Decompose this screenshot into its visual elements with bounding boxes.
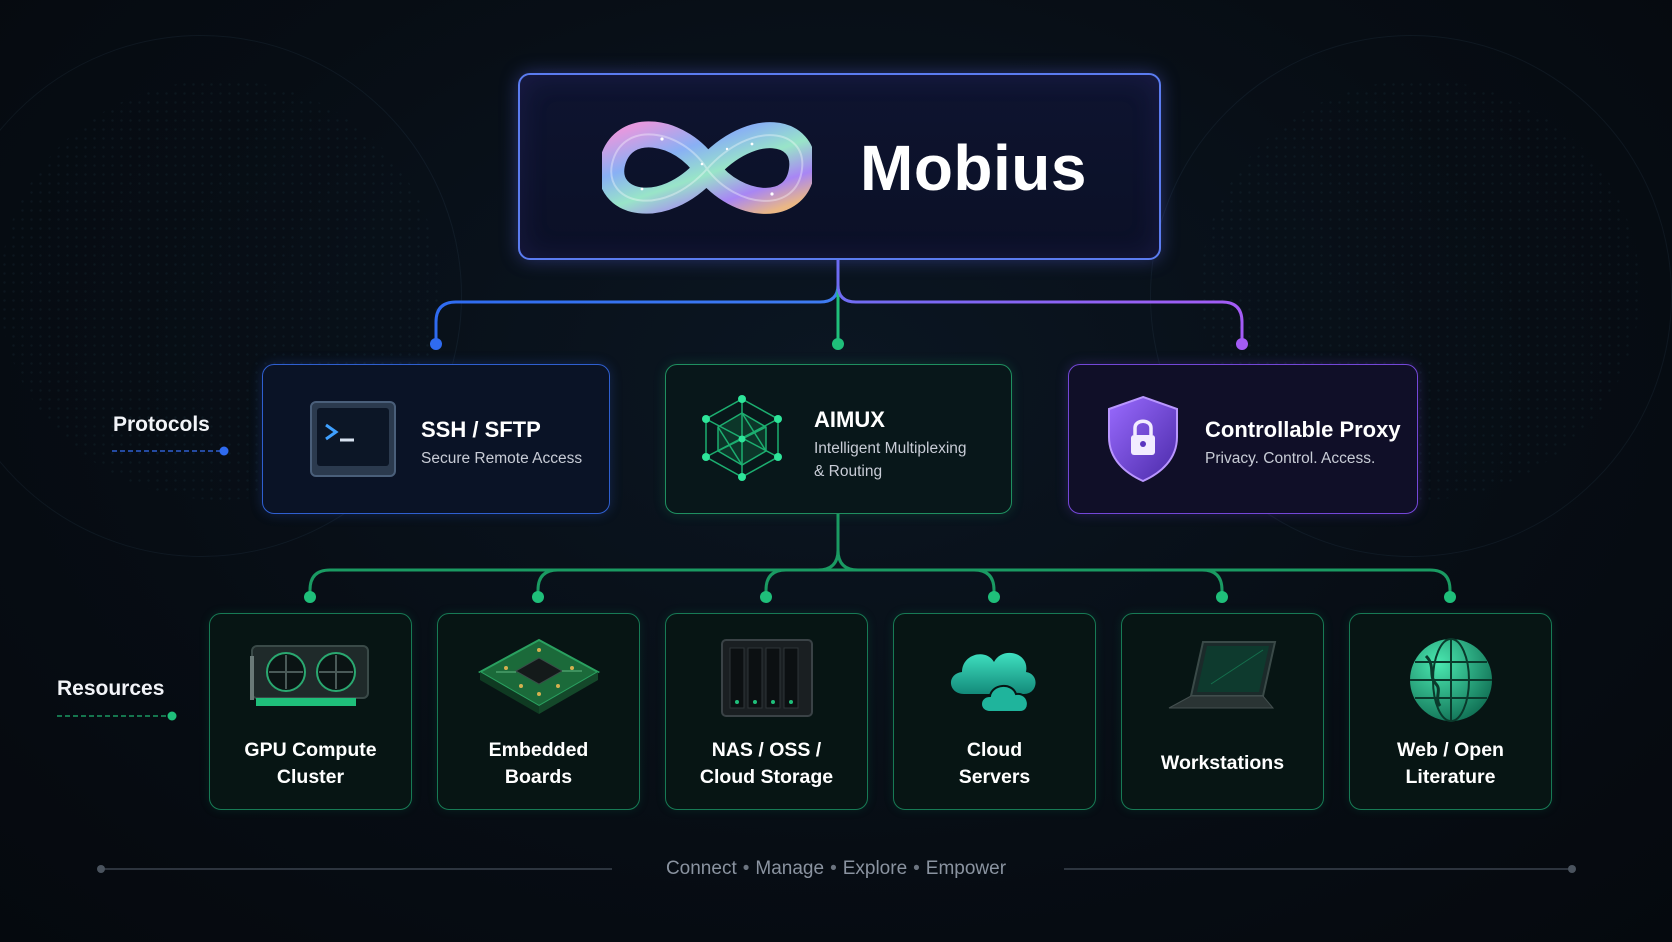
terminal-icon <box>310 401 396 477</box>
tagline-separator: • <box>830 858 837 879</box>
cloud-icon <box>950 652 1036 713</box>
resource-card-cloud[interactable]: Cloud Servers <box>893 613 1096 810</box>
resources-section-label: Resources <box>57 677 165 700</box>
laptop-icon <box>1168 641 1276 709</box>
protocols-underline-dot <box>219 446 229 456</box>
embedded-label-line1: Embedded <box>488 739 589 761</box>
resource-card-workstations[interactable]: Workstations <box>1121 613 1324 810</box>
wire-aimux-trunk-right <box>836 549 859 572</box>
tagline-word-manage: Manage <box>755 858 825 879</box>
embedded-label-line2: Boards <box>504 766 573 788</box>
wire-hub-to-ssh <box>434 260 840 343</box>
wire-to-gpu <box>308 568 331 596</box>
node-dot-aimux <box>832 338 844 350</box>
resources-underline-dot <box>167 711 177 721</box>
node-dot-nas <box>760 591 772 603</box>
shield-lock-icon <box>1108 395 1178 483</box>
node-dot-workstations <box>1216 591 1228 603</box>
protocols-section-label: Protocols <box>113 413 210 436</box>
resource-card-nas[interactable]: NAS / OSS / Cloud Storage <box>665 613 868 810</box>
wire-to-nas <box>764 568 787 596</box>
web-label-line2: Literature <box>1405 766 1496 788</box>
tagline: Connect•Manage•Explore•Empower <box>0 858 1672 880</box>
gpu-label-line2: Cluster <box>276 766 345 788</box>
proxy-title: Controllable Proxy <box>1205 417 1401 442</box>
node-dot-ssh <box>430 338 442 350</box>
aimux-title: AIMUX <box>814 407 885 432</box>
aimux-subtitle-line2: & Routing <box>814 463 883 480</box>
workstations-label: Workstations <box>1160 752 1285 774</box>
tagline-word-explore: Explore <box>842 858 908 879</box>
ssh-title: SSH / SFTP <box>421 417 541 442</box>
nas-label-line2: Cloud Storage <box>699 766 834 788</box>
protocol-card-proxy[interactable]: Controllable Proxy Privacy. Control. Acc… <box>1068 364 1418 514</box>
web-label-line1: Web / Open <box>1397 739 1504 761</box>
node-dot-embedded <box>532 591 544 603</box>
node-dot-cloud <box>988 591 1000 603</box>
tagline-separator: • <box>742 858 750 879</box>
node-dot-web <box>1444 591 1456 603</box>
node-dot-proxy <box>1236 338 1248 350</box>
globe-icon <box>1409 638 1492 722</box>
cloud-label-line1: Cloud <box>966 739 1023 761</box>
aimux-subtitle-line1: Intelligent Multiplexing <box>814 440 967 457</box>
wire-hub-to-proxy <box>836 260 1244 343</box>
mobius-hub-card: Mobius <box>518 73 1161 260</box>
server-icon <box>720 639 813 717</box>
circuit-board-icon <box>477 638 600 714</box>
resource-card-embedded[interactable]: Embedded Boards <box>437 613 640 810</box>
tagline-rule-right-dot <box>1568 865 1576 873</box>
nas-label-line1: NAS / OSS / <box>711 739 822 761</box>
protocol-card-ssh[interactable]: SSH / SFTP Secure Remote Access <box>262 364 610 514</box>
resource-card-web[interactable]: Web / Open Literature <box>1349 613 1552 810</box>
gpu-label-line1: GPU Compute <box>244 739 377 761</box>
proxy-subtitle: Privacy. Control. Access. <box>1205 450 1376 467</box>
protocol-card-aimux[interactable]: AIMUX Intelligent Multiplexing & Routing <box>665 364 1012 514</box>
wire-to-web <box>1429 568 1452 596</box>
ssh-subtitle: Secure Remote Access <box>421 450 583 467</box>
mobius-logo-icon <box>602 121 812 214</box>
wire-aimux-trunk <box>817 514 840 572</box>
network-icon <box>702 395 782 481</box>
wire-to-cloud <box>973 568 996 596</box>
node-dot-gpu <box>304 591 316 603</box>
resource-card-gpu[interactable]: GPU Compute Cluster <box>209 613 412 810</box>
tagline-separator: • <box>913 858 920 879</box>
cloud-label-line2: Servers <box>958 766 1031 788</box>
wire-to-workstations <box>1201 568 1224 596</box>
tagline-word-connect: Connect <box>665 858 737 879</box>
gpu-icon <box>249 645 369 706</box>
tagline-rule-left-dot <box>97 865 105 873</box>
wire-to-embedded <box>536 568 559 596</box>
tagline-word-empower: Empower <box>925 858 1007 879</box>
hub-title: Mobius <box>860 132 1087 204</box>
